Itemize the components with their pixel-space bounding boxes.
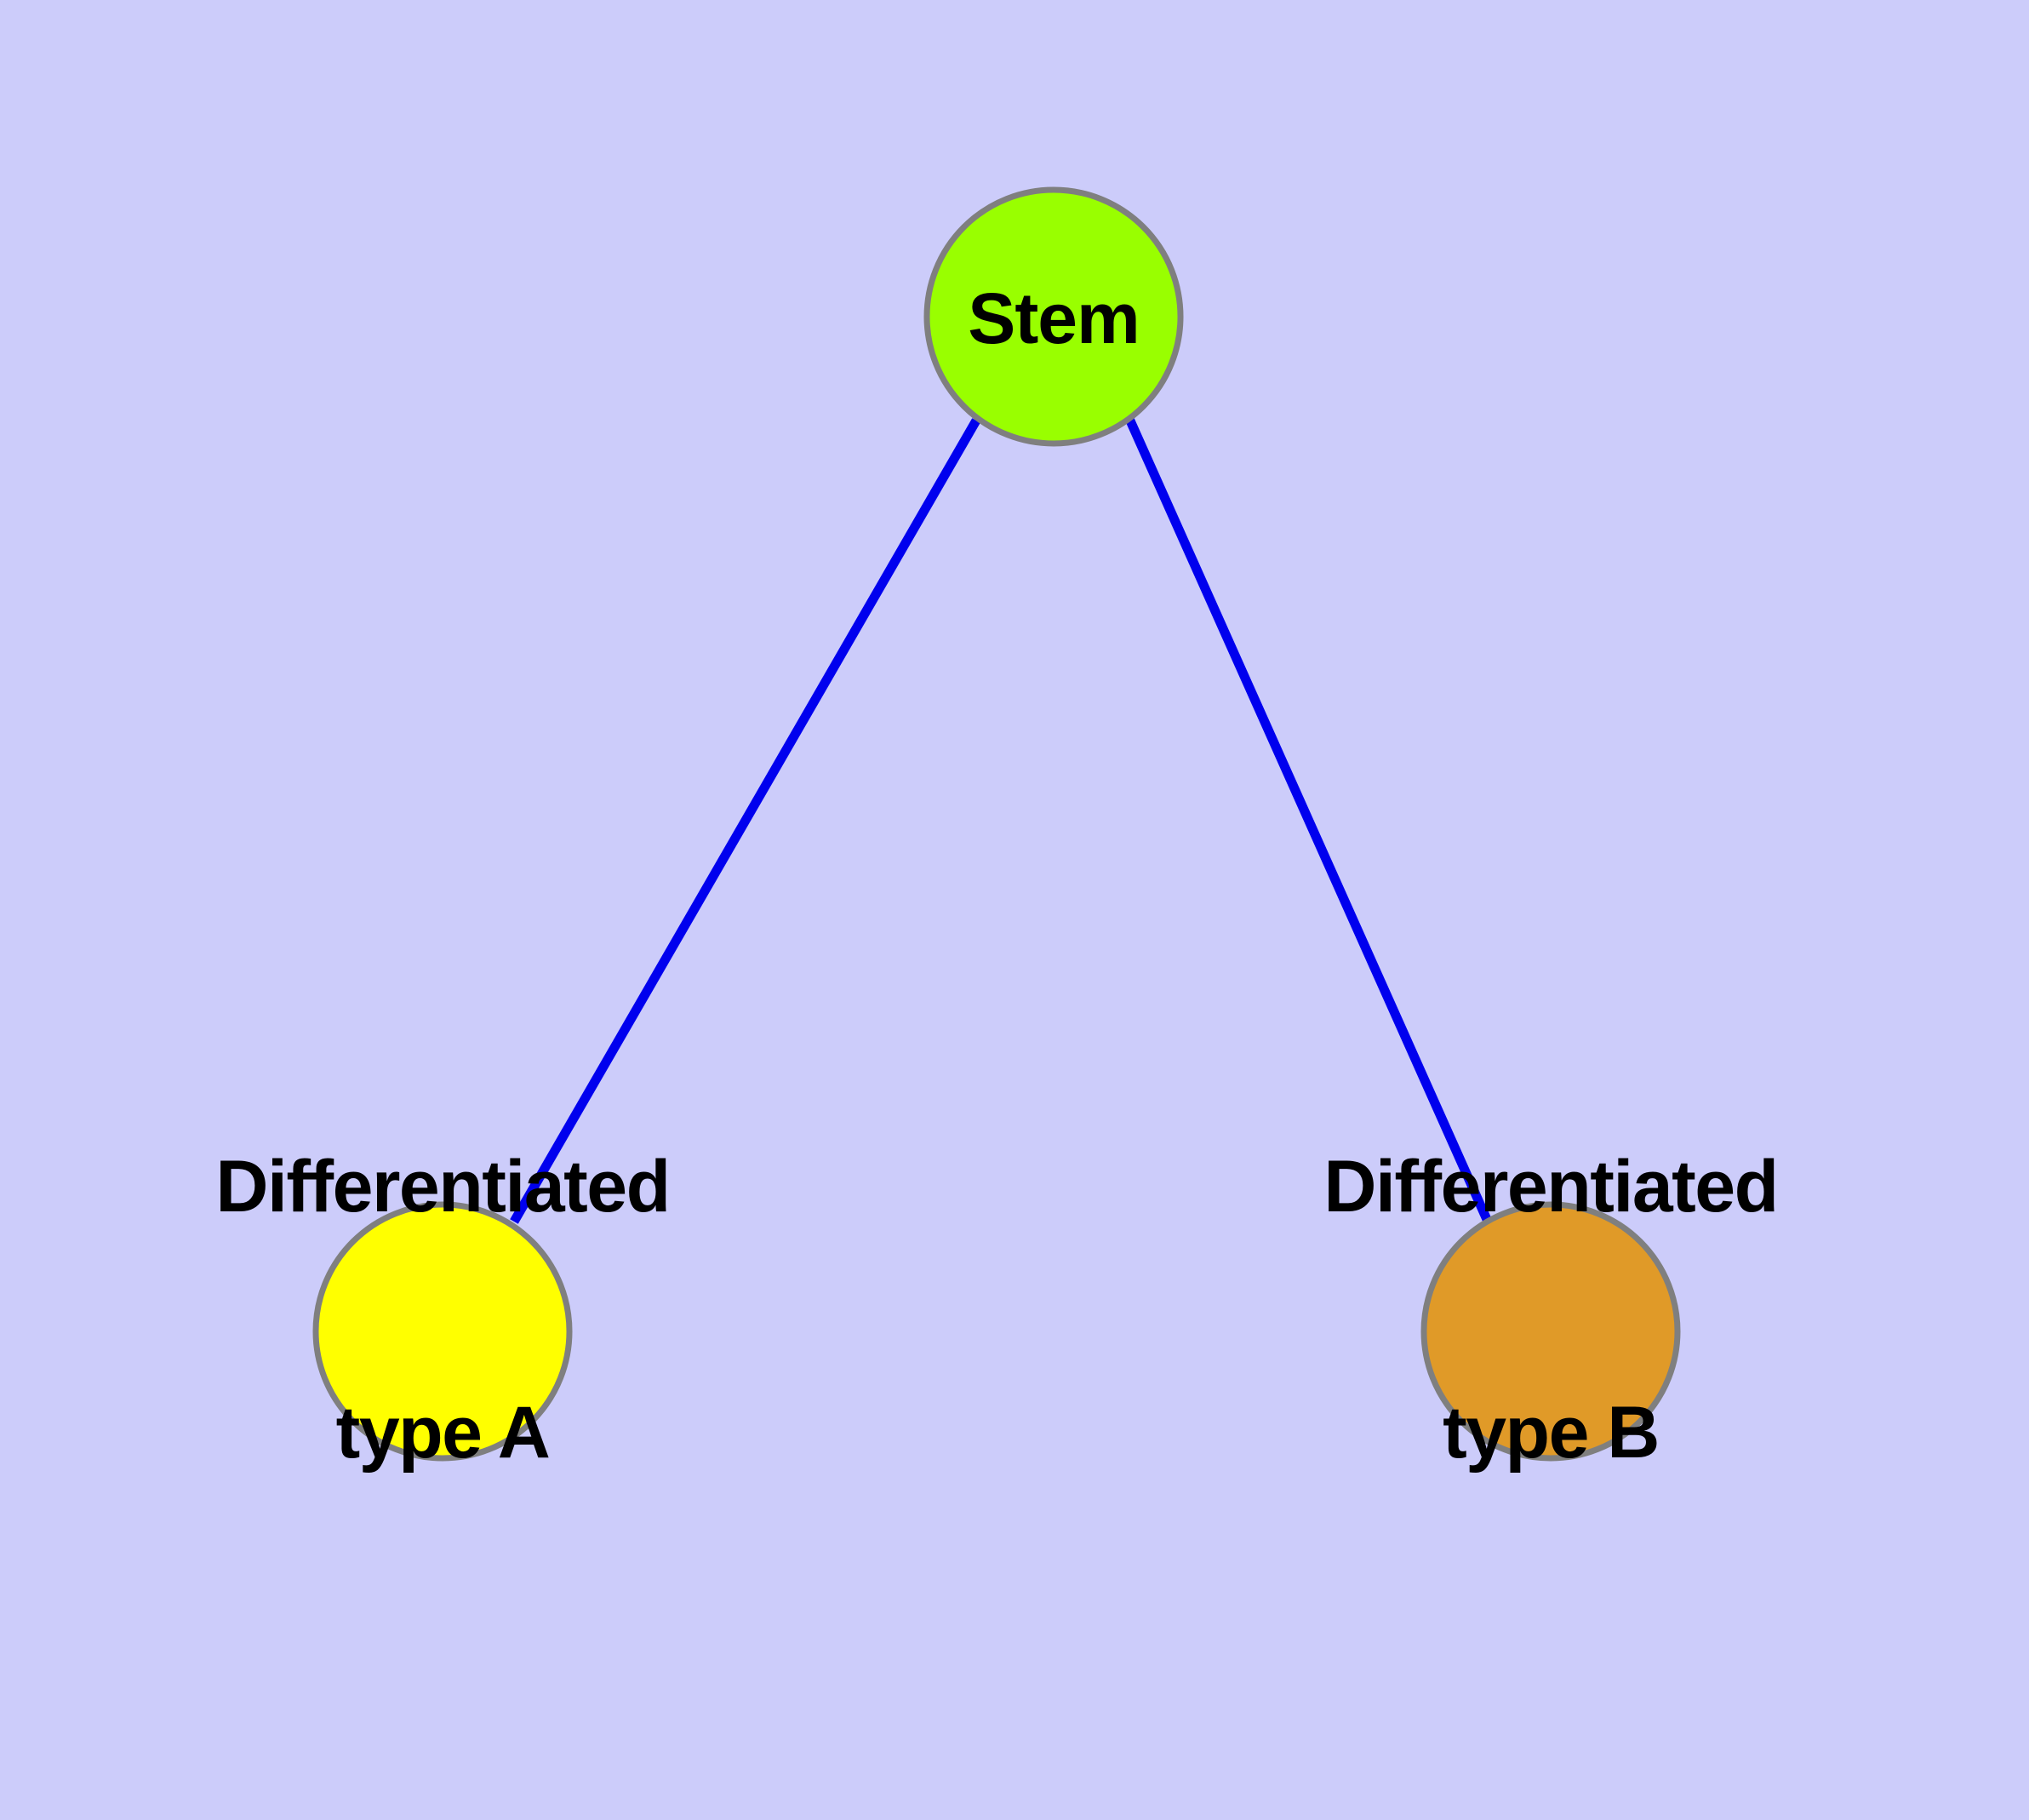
edge-stem-to-diff-b[interactable] bbox=[1124, 416, 1494, 1226]
node-differentiated-type-b[interactable] bbox=[1420, 1201, 1681, 1462]
edge-stem-to-diff-a[interactable] bbox=[510, 418, 980, 1224]
node-stem[interactable] bbox=[923, 186, 1184, 447]
node-differentiated-type-a[interactable] bbox=[312, 1201, 573, 1462]
